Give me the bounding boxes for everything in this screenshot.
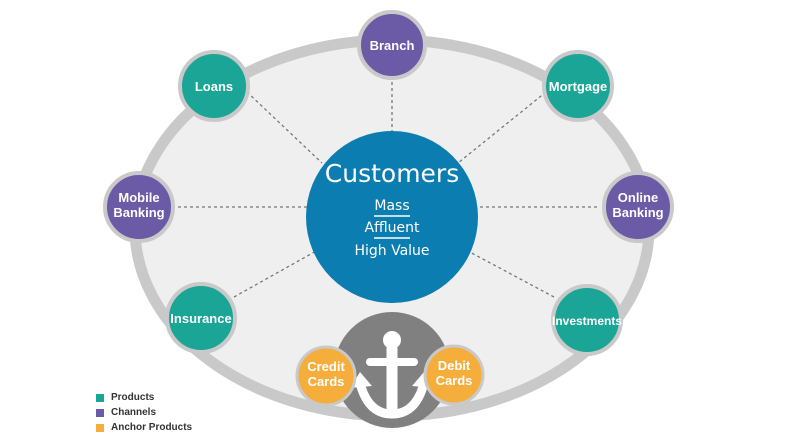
node-mortgage-circle [542,50,614,122]
node-loans-circle [178,50,250,122]
node-online-banking-label-2: Banking [612,205,663,220]
legend-label-channels: Channels [111,407,157,418]
legend-label-products: Products [111,392,155,403]
legend-swatch-products [96,393,104,402]
node-credit-cards-label-1: Credit [307,359,345,374]
connector-investments [465,249,555,298]
legend-swatch-anchor-products [96,423,104,432]
node-branch-circle [357,10,427,80]
node-debit-cards-circle [423,344,485,406]
node-loans-label: Loans [195,79,233,94]
node-branch: Branch [357,10,427,80]
legend-item-channels: Channels [96,405,192,420]
node-credit-cards-circle [295,345,357,407]
customers-circle [306,131,478,303]
node-insurance-label: Insurance [170,311,231,326]
connector-insurance [233,249,319,298]
node-insurance: Insurance [165,282,237,354]
node-investments-label: Investments [552,314,622,328]
segment-mass: Mass [374,198,409,214]
node-mobile-banking-label-1: Mobile [118,190,159,205]
node-investments-circle [551,284,623,356]
legend-item-anchor-products: Anchor Products [96,420,192,435]
node-branch-label: Branch [370,38,415,53]
segment-affluent: Affluent [365,220,420,236]
legend-item-products: Products [96,390,192,405]
center-title: Customers [325,159,459,188]
legend-swatch-channels [96,408,104,417]
node-investments: Investments [551,284,623,356]
node-debit-cards-label-2: Cards [436,373,473,388]
node-credit-cards: Credit Cards [295,345,357,407]
node-mobile-banking: Mobile Banking [103,171,175,243]
legend: Products Channels Anchor Products [96,390,192,435]
anchor-icon [350,331,434,419]
node-debit-cards-label-1: Debit [438,358,471,373]
connector-loans [246,91,323,164]
node-online-banking-circle [602,171,674,243]
node-loans: Loans [178,50,250,122]
node-mortgage-label: Mortgage [549,79,608,94]
node-online-banking-label-1: Online [618,190,658,205]
connector-mortgage [457,91,547,164]
node-mortgage: Mortgage [542,50,614,122]
legend-label-anchor-products: Anchor Products [111,422,193,433]
node-online-banking: Online Banking [602,171,674,243]
node-debit-cards: Debit Cards [423,344,485,406]
node-insurance-circle [165,282,237,354]
node-mobile-banking-circle [103,171,175,243]
segment-high-value: High Value [354,243,429,259]
node-mobile-banking-label-2: Banking [113,205,164,220]
node-credit-cards-label-2: Cards [308,374,345,389]
